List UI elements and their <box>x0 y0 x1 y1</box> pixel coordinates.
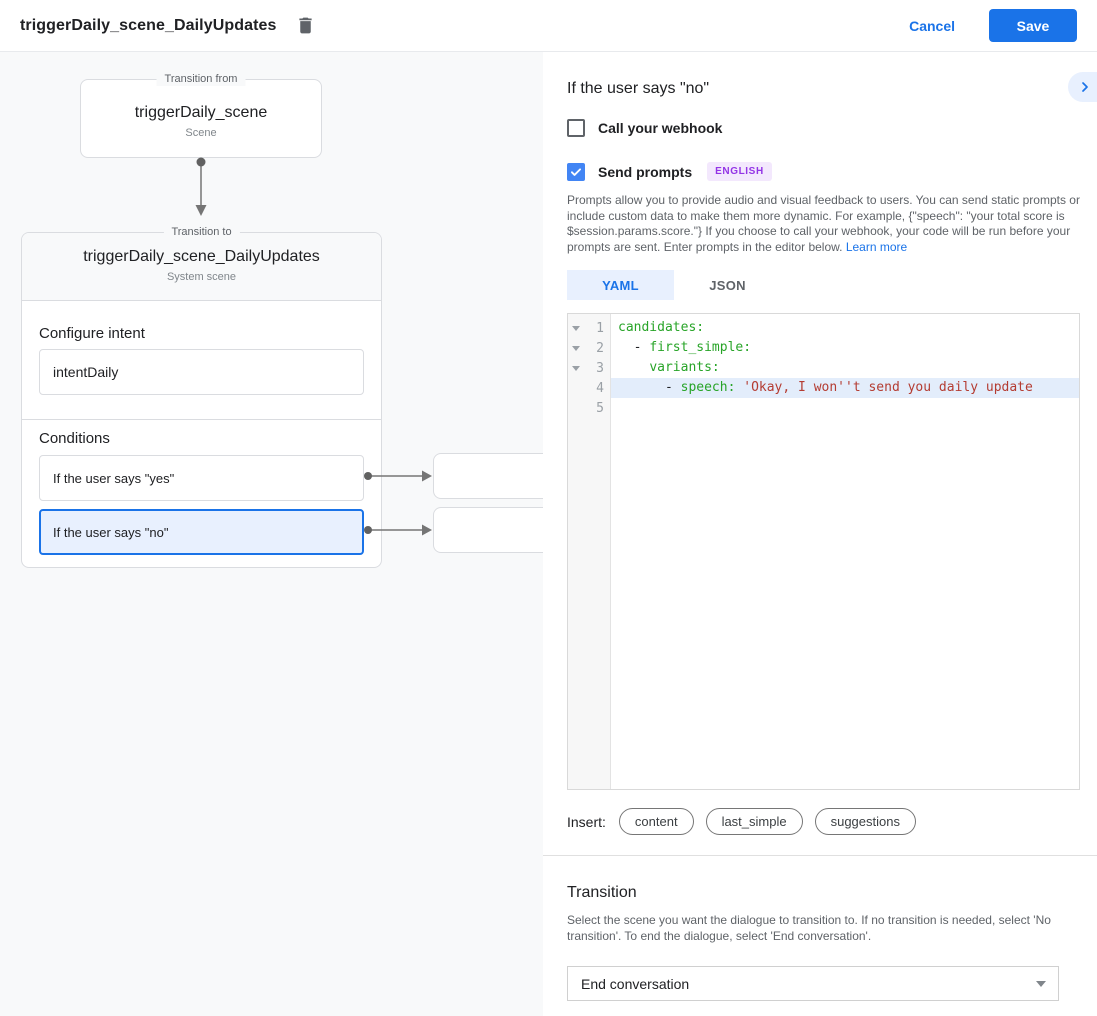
prompts-description-text: Prompts allow you to provide audio and v… <box>567 193 1080 254</box>
code-line[interactable]: candidates: <box>611 318 1079 338</box>
gutter-line[interactable]: 2 <box>568 338 610 358</box>
intent-field[interactable]: intentDaily <box>39 349 364 395</box>
condition-item[interactable]: If the user says "yes" <box>39 455 364 501</box>
transition-to-legend: Transition to <box>163 226 240 239</box>
condition-target-node[interactable] <box>433 507 543 553</box>
editor-code-area[interactable]: candidates: - first_simple: variants: - … <box>611 314 1079 789</box>
gutter-line[interactable]: 5 <box>568 398 610 418</box>
code-token-plain <box>618 360 649 375</box>
conditions-label: Conditions <box>39 430 110 447</box>
insert-chip-last-simple[interactable]: last_simple <box>705 808 803 835</box>
line-number: 1 <box>596 320 604 336</box>
tab-json[interactable]: JSON <box>674 270 781 300</box>
check-icon <box>569 165 583 179</box>
editor-gutter: 1 2 3 4 5 <box>568 314 611 789</box>
language-badge: ENGLISH <box>707 162 772 181</box>
save-button[interactable]: Save <box>989 9 1077 42</box>
transition-description: Select the scene you want the dialogue t… <box>567 913 1051 943</box>
line-number: 5 <box>596 400 604 416</box>
code-token-plain: - <box>618 340 650 355</box>
gutter-line[interactable]: 1 <box>568 318 610 338</box>
condition-detail-panel: If the user says "no" Call your webhook … <box>543 52 1097 1016</box>
to-scene-subtitle: System scene <box>166 271 237 283</box>
code-token-key: candidates: <box>618 320 705 335</box>
condition-item[interactable]: If the user says "no" <box>39 509 364 555</box>
configure-intent-section: Configure intent intentDaily <box>22 301 381 420</box>
send-prompts-checkbox[interactable] <box>567 162 585 181</box>
app-bar: triggerDaily_scene_DailyUpdates Cancel S… <box>0 0 1097 52</box>
call-webhook-label[interactable]: Call your webhook <box>598 120 723 136</box>
transition-to-node[interactable]: Transition to triggerDaily_scene_DailyUp… <box>21 226 382 570</box>
code-line[interactable]: - speech: 'Okay, I won''t send you daily… <box>611 378 1079 398</box>
gutter-line[interactable]: 4 <box>568 378 610 398</box>
fold-arrow-icon[interactable] <box>568 345 583 351</box>
transition-from-legend: Transition from <box>156 73 246 86</box>
code-token-key: speech: <box>680 380 736 395</box>
editor-format-tabs: YAML JSON <box>567 270 1080 300</box>
to-scene-header: triggerDaily_scene_DailyUpdates System s… <box>22 233 381 301</box>
insert-chip-content[interactable]: content <box>618 808 694 835</box>
call-webhook-checkbox[interactable] <box>567 119 585 137</box>
learn-more-link[interactable]: Learn more <box>845 239 908 254</box>
line-number: 4 <box>596 380 604 396</box>
code-token-string: 'Okay, I won''t send you daily update <box>743 380 1033 395</box>
condition-target-node[interactable] <box>433 453 543 499</box>
conditions-section: Conditions If the user says "yes" If the… <box>22 420 381 570</box>
insert-row: Insert: content last_simple suggestions <box>567 808 1080 835</box>
line-number: 3 <box>596 360 604 376</box>
from-scene-title: triggerDaily_scene <box>134 104 268 121</box>
fold-arrow-icon[interactable] <box>568 365 583 371</box>
prompts-description: Prompts allow you to provide audio and v… <box>567 193 1080 255</box>
code-token-plain: - <box>618 380 681 395</box>
condition-title: If the user says "no" <box>567 80 710 97</box>
fold-arrow-icon[interactable] <box>568 325 583 331</box>
from-scene-subtitle: Scene <box>185 127 217 139</box>
transition-from-node[interactable]: Transition from triggerDaily_scene Scene <box>80 73 322 158</box>
trash-icon <box>295 15 316 36</box>
main-content: Transition from triggerDaily_scene Scene… <box>0 52 1097 1016</box>
insert-chip-suggestions[interactable]: suggestions <box>814 808 916 835</box>
transition-select[interactable]: End conversation <box>567 966 1059 1001</box>
section-divider <box>543 855 1097 856</box>
dropdown-caret-icon <box>1036 980 1046 987</box>
insert-label: Insert: <box>567 813 606 830</box>
send-prompts-label[interactable]: Send prompts <box>598 163 693 180</box>
code-token-key: variants: <box>649 360 720 375</box>
gutter-line[interactable]: 3 <box>568 358 610 378</box>
tab-yaml[interactable]: YAML <box>567 270 674 300</box>
to-scene-title: triggerDaily_scene_DailyUpdates <box>83 248 320 265</box>
chevron-right-icon <box>1077 79 1093 95</box>
transition-heading: Transition <box>567 884 637 901</box>
delete-button[interactable] <box>295 15 316 36</box>
transition-select-value: End conversation <box>581 975 690 992</box>
line-number: 2 <box>596 340 604 356</box>
scene-flow-canvas[interactable]: Transition from triggerDaily_scene Scene… <box>0 52 543 1016</box>
collapse-panel-button[interactable] <box>1068 72 1097 102</box>
page-title: triggerDaily_scene_DailyUpdates <box>20 16 277 34</box>
cancel-button[interactable]: Cancel <box>909 17 955 34</box>
prompt-code-editor[interactable]: 1 2 3 4 5 candidates: - first_simple: varian… <box>567 313 1080 790</box>
code-line[interactable] <box>611 398 1079 418</box>
code-line[interactable]: variants: <box>611 358 1079 378</box>
code-line[interactable]: - first_simple: <box>611 338 1079 358</box>
code-token-key: first_simple: <box>649 340 752 355</box>
configure-intent-label: Configure intent <box>39 325 145 342</box>
